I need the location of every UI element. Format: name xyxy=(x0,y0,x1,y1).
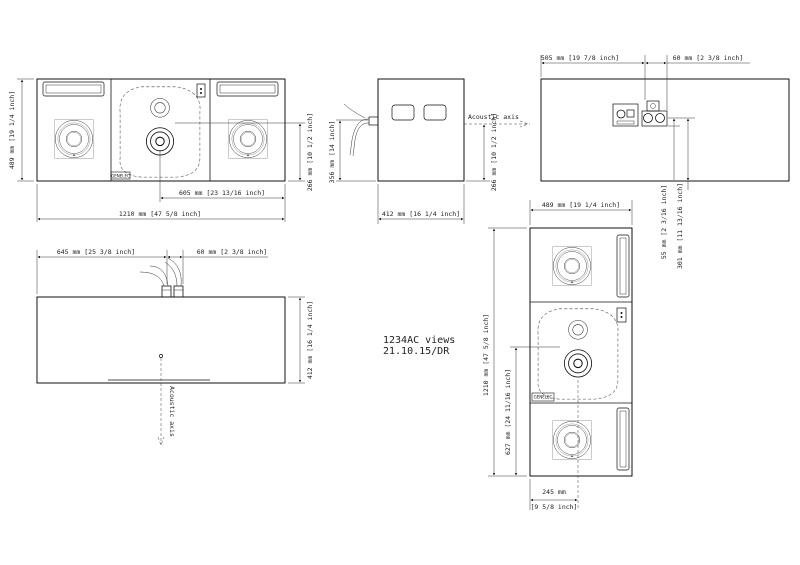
top-panel-width-dim: 60 mm [2 3/8 inch] xyxy=(197,248,267,256)
vertical-logo-text: GENELEC xyxy=(534,395,553,400)
top-acoustic-axis-label: Acoustic axis xyxy=(168,386,176,437)
front-width-dim: 1210 mm [47 5/8 inch] xyxy=(119,210,201,218)
drawing-title: 1234AC views xyxy=(383,335,455,346)
vertical-height-dim: 1210 mm [47 5/8 inch] xyxy=(482,314,490,396)
vertical-logo xyxy=(531,392,555,402)
front-cabinet xyxy=(36,78,286,182)
rear-connector-height-dim: 301 mm [11 13/16 inch] xyxy=(676,183,684,269)
front-right-woofer xyxy=(227,118,269,160)
top-view: 645 mm [25 3/8 inch] 60 mm [2 3/8 inch] … xyxy=(36,248,314,446)
side-view: 356 mm [14 inch] 266 mm [10 1/2 inch] Ac… xyxy=(328,78,530,224)
front-logo xyxy=(110,171,131,180)
rear-cabinet xyxy=(540,78,790,182)
vertical-cabinet xyxy=(529,227,633,477)
front-left-woofer xyxy=(53,118,95,160)
side-cabinet xyxy=(377,78,465,182)
rear-panel-width-dim: 60 mm [2 3/8 inch] xyxy=(673,54,743,62)
rear-connector-offset-dim: 505 mm [19 7/8 inch] xyxy=(541,54,619,62)
rear-panel-height-dim: 55 mm [2 3/16 inch] xyxy=(660,185,668,259)
rear-connector-panel xyxy=(612,103,639,127)
side-connector-height-dim: 356 mm [14 inch] xyxy=(328,121,336,184)
front-driver-spacing-dim: 605 mm [23 13/16 inch] xyxy=(179,189,265,197)
front-view: GENELEC 489 mm [19 1/4 inch] 1210 mm [47… xyxy=(8,78,314,222)
drawing-date-author: 21.10.15/DR xyxy=(383,346,450,357)
top-connector-offset-dim: 645 mm [25 3/8 inch] xyxy=(57,248,135,256)
vertical-bottom-offset-dim: 245 mm xyxy=(542,488,566,496)
top-depth-dim: 412 mm [16 1/4 inch] xyxy=(306,301,314,379)
vertical-axis-height-dim: 627 mm [24 11/16 inch] xyxy=(504,369,512,455)
front-logo-text: GENELEC xyxy=(111,174,130,179)
vertical-bottom-woofer xyxy=(551,419,593,461)
side-axis-height-dim: 266 mm [10 1/2 inch] xyxy=(490,113,498,191)
vertical-top-woofer xyxy=(551,245,593,287)
vertical-bottom-offset-inch: [9 5/8 inch] xyxy=(531,503,578,511)
vertical-view: GENELEC 489 mm [19 1/4 inch] 1210 mm [47… xyxy=(482,200,633,511)
top-axis-marker xyxy=(159,354,163,358)
side-acoustic-axis-label: Acoustic axis xyxy=(468,113,519,121)
side-depth-dim: 412 mm [16 1/4 inch] xyxy=(382,210,460,218)
front-height-dim: 489 mm [19 1/4 inch] xyxy=(8,91,16,169)
rear-view: 505 mm [19 7/8 inch] 60 mm [2 3/8 inch] … xyxy=(540,54,790,269)
vertical-width-dim: 489 mm [19 1/4 inch] xyxy=(542,201,620,209)
rear-cable-inlets xyxy=(641,110,668,127)
front-axis-height-dim: 266 mm [10 1/2 inch] xyxy=(306,113,314,191)
title-block: 1234AC views 21.10.15/DR xyxy=(383,335,455,357)
